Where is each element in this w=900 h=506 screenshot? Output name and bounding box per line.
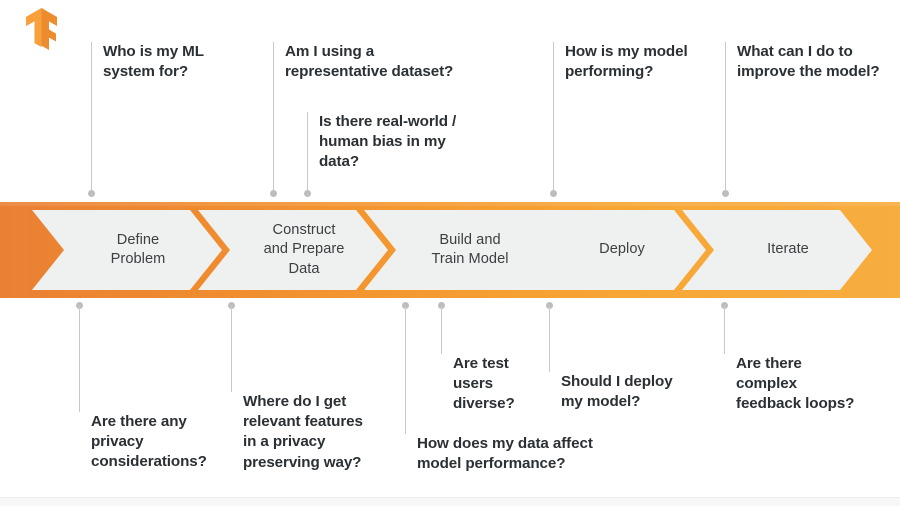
process-chevrons: Define Problem Construct and Prepare Dat… — [0, 202, 900, 298]
question-below-are-there-complex-feedback-loops: Are there complex feedback loops? — [736, 355, 855, 413]
leader-line-bottom-5 — [549, 306, 550, 372]
leader-line-top-1 — [91, 42, 92, 194]
question-below-should-i-deploy-my-model: Should I deploy my model? — [561, 373, 673, 411]
tensorflow-logo — [22, 8, 62, 50]
stage-chevron-build-train-model[interactable]: Build and Train Model — [364, 210, 554, 290]
leader-line-bottom-2 — [231, 306, 232, 392]
question-above-what-can-i-do-to-improve-the-model: What can I do to improve the model? — [737, 43, 880, 81]
leader-line-top-2 — [273, 42, 274, 194]
leader-line-bottom-4 — [441, 306, 442, 354]
stage-chevron-define-problem[interactable]: Define Problem — [32, 210, 222, 290]
band-highlight — [0, 202, 900, 206]
leader-dot-bottom-5 — [546, 302, 553, 309]
leader-dot-top-5 — [722, 190, 729, 197]
leader-dot-top-1 — [88, 190, 95, 197]
leader-line-bottom-6 — [724, 306, 725, 354]
leader-line-bottom-3 — [405, 306, 406, 434]
leader-dot-top-3 — [304, 190, 311, 197]
question-below-how-does-my-data-affect-model-performance: How does my data affect model performanc… — [417, 435, 593, 473]
leader-dot-bottom-3 — [402, 302, 409, 309]
stage-label-construct-prepare-data: Construct and Prepare Data — [263, 222, 345, 277]
question-below-where-do-i-get-relevant-features-in-a-privacy-preserving-way: Where do I get relevant features in a pr… — [243, 393, 363, 471]
stage-label-build-train-model: Build and Train Model — [431, 231, 509, 267]
question-above-how-is-my-model-performing: How is my model performing? — [565, 43, 688, 81]
leader-line-top-3 — [307, 112, 308, 194]
stage-label-deploy: Deploy — [599, 241, 645, 258]
leader-line-bottom-1 — [79, 306, 80, 412]
stage-chevron-construct-prepare-data[interactable]: Construct and Prepare Data — [198, 210, 388, 290]
leader-dot-top-2 — [270, 190, 277, 197]
leader-line-top-5 — [725, 42, 726, 194]
question-above-who-is-my-ml-system-for: Who is my ML system for? — [103, 43, 204, 81]
question-below-are-there-any-privacy-considerations: Are there any privacy considerations? — [91, 413, 207, 471]
stage-chevron-iterate[interactable]: Iterate — [682, 210, 872, 290]
question-below-are-test-users-diverse: Are test users diverse? — [453, 355, 515, 413]
leader-dot-bottom-2 — [228, 302, 235, 309]
leader-line-top-4 — [553, 42, 554, 194]
stage-label-iterate: Iterate — [767, 241, 809, 258]
leader-dot-bottom-6 — [721, 302, 728, 309]
question-above-is-there-real-world-human-bias-in-my-data: Is there real-world / human bias in my d… — [319, 113, 457, 171]
question-above-am-i-using-a-representative-dataset: Am I using a representative dataset? — [285, 43, 454, 81]
stage-label-define-problem: Define Problem — [110, 231, 166, 267]
leader-dot-bottom-4 — [438, 302, 445, 309]
leader-dot-top-4 — [550, 190, 557, 197]
slide-bottom-strip — [0, 497, 900, 506]
leader-dot-bottom-1 — [76, 302, 83, 309]
